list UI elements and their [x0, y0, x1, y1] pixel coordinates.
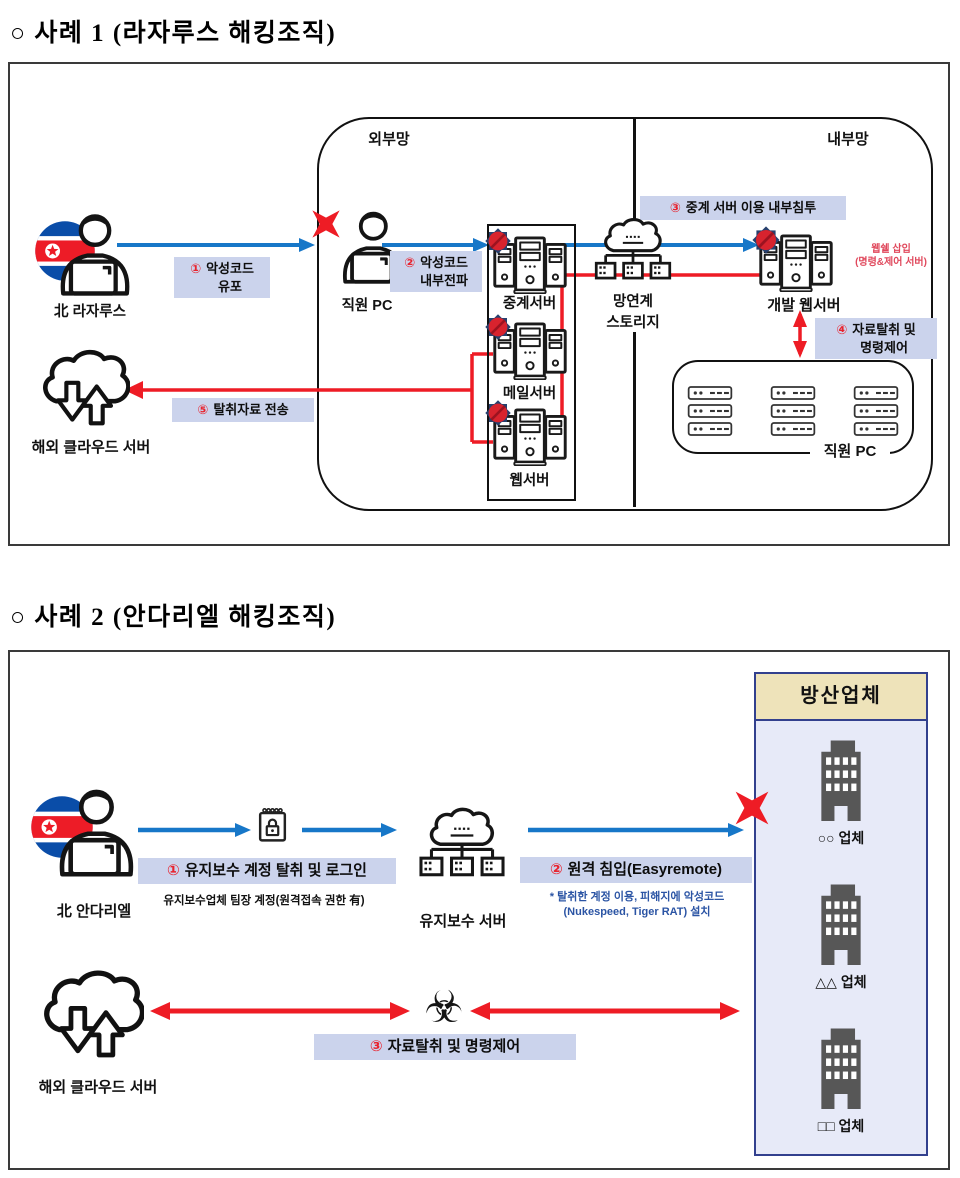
malware-bug-icon — [483, 398, 513, 428]
overseas-cloud-icon — [34, 346, 130, 438]
step3-label: ③ 중계 서버 이용 내부침투 — [640, 196, 846, 220]
step5-label: ⑤ 탈취자료 전송 — [172, 398, 314, 422]
step1-label: ① 악성코드 유포 — [174, 257, 270, 299]
maintenance-server-label: 유지보수 서버 — [419, 913, 507, 930]
employee-pc-label: 직원 PC — [341, 298, 393, 314]
pc-rack-icon — [685, 422, 735, 436]
network-boundary-box — [317, 117, 933, 511]
step1-text: 유지보수 계정 탈취 및 로그인 — [184, 862, 367, 879]
zone-label-internal: 내부망 — [827, 131, 869, 148]
step2-number: ② — [404, 255, 416, 270]
biohazard-icon: ☣ — [424, 983, 464, 1032]
zone-label-external: 외부망 — [368, 131, 410, 148]
network-divider-bottom — [633, 332, 636, 507]
malware-bug-icon — [483, 312, 513, 342]
network-divider-top — [633, 117, 636, 224]
dev-web-server-label: 개발 웹서버 — [767, 297, 841, 314]
pc-rack-icon — [768, 422, 818, 436]
pc-rack-icon — [851, 404, 901, 418]
step3-label: ③ 자료탈취 및 명령제어 — [314, 1034, 576, 1060]
step1-note: 유지보수업체 팀장 계정(원격접속 권한 有) — [163, 895, 365, 907]
case2-title: ○ 사례 2 (안다리엘 해킹조직) — [10, 604, 337, 631]
step1-label: ① 유지보수 계정 탈취 및 로그인 — [138, 858, 396, 884]
server-stack-box — [487, 224, 576, 501]
relay-server-label: 중계서버 — [502, 296, 557, 312]
step3-number: ③ — [669, 200, 681, 215]
step5-text: 탈취자료 전송 — [213, 402, 289, 417]
step2-number: ② — [549, 861, 563, 878]
defense-panel-header: 방산업체 — [756, 674, 926, 721]
cloud-server-label: 해외 클라우드 서버 — [38, 1079, 158, 1096]
internal-pc-box — [672, 360, 914, 454]
step2-label: ② 악성코드 내부전파 — [390, 251, 482, 293]
pc-rack-icon — [851, 386, 901, 400]
case2-arrows — [138, 823, 744, 1020]
pc-rack-icon — [768, 404, 818, 418]
step3-text: 자료탈취 및 명령제어 — [387, 1038, 521, 1055]
network-storage-icon — [590, 216, 676, 294]
step2-text: 원격 침입(Easyremote) — [567, 861, 723, 878]
attacker-label: 北 안다리엘 — [56, 903, 132, 920]
malware-bug-icon — [483, 226, 513, 256]
case1-title: ○ 사례 1 (라자루스 해킹조직) — [10, 20, 337, 47]
internal-pc-label: 직원 PC — [810, 440, 890, 461]
step1-text: 악성코드 유포 — [206, 261, 254, 294]
malware-bug-icon — [750, 224, 782, 256]
company1-label: ○○ 업체 — [817, 830, 865, 846]
attack-burst-icon — [728, 783, 776, 833]
overseas-cloud-icon — [34, 966, 144, 1072]
company2-label: △△ 업체 — [815, 974, 867, 990]
pc-rack-icon — [768, 386, 818, 400]
pc-rack-icon — [685, 404, 735, 418]
step5-number: ⑤ — [197, 402, 209, 417]
stolen-credential-notepad-icon — [256, 806, 289, 843]
step2-note: * 탈취한 계정 이용, 피해지에 악성코드 (Nukespeed, Tiger… — [549, 891, 725, 918]
step4-text: 자료탈취 및 명령제어 — [852, 322, 916, 355]
step1-number: ① — [167, 862, 180, 879]
company-building-icon — [812, 1019, 870, 1111]
webshell-note: 웹쉘 삽입 (명령&제어 서버) — [855, 244, 927, 268]
step1-number: ① — [190, 261, 202, 276]
cloud-server-label: 해외 클라우드 서버 — [31, 439, 151, 456]
hacker-person-icon — [46, 210, 132, 296]
step3-text: 중계 서버 이용 내부침투 — [685, 200, 817, 215]
step4-label: ④ 자료탈취 및 명령제어 — [815, 318, 937, 360]
web-server-label: 웹서버 — [509, 473, 550, 489]
pc-rack-icon — [851, 422, 901, 436]
attacker-label: 北 라자루스 — [54, 304, 126, 320]
hacker-person-icon — [44, 785, 136, 877]
step2-label: ② 원격 침입(Easyremote) — [520, 857, 752, 883]
maintenance-server-icon — [414, 804, 510, 894]
step2-text: 악성코드 내부전파 — [420, 255, 468, 288]
company3-label: □□ 업체 — [817, 1118, 865, 1134]
step3-number: ③ — [369, 1038, 383, 1055]
case2-diagram: 방산업체 ○○ 업체 △△ 업체 □□ 업체 北 안다리엘 ① 유지보수 계정 … — [8, 650, 950, 1170]
mail-server-label: 메일서버 — [502, 386, 557, 402]
case1-diagram: 외부망 내부망 北 라자루스 ① 악성코드 유포 직원 PC ② 악성코드 내부… — [8, 62, 950, 546]
company-building-icon — [812, 875, 870, 967]
step4-number: ④ — [836, 322, 848, 337]
storage-label: 망연계 스토리지 — [606, 294, 660, 331]
pc-rack-icon — [685, 386, 735, 400]
company-building-icon — [812, 731, 870, 823]
